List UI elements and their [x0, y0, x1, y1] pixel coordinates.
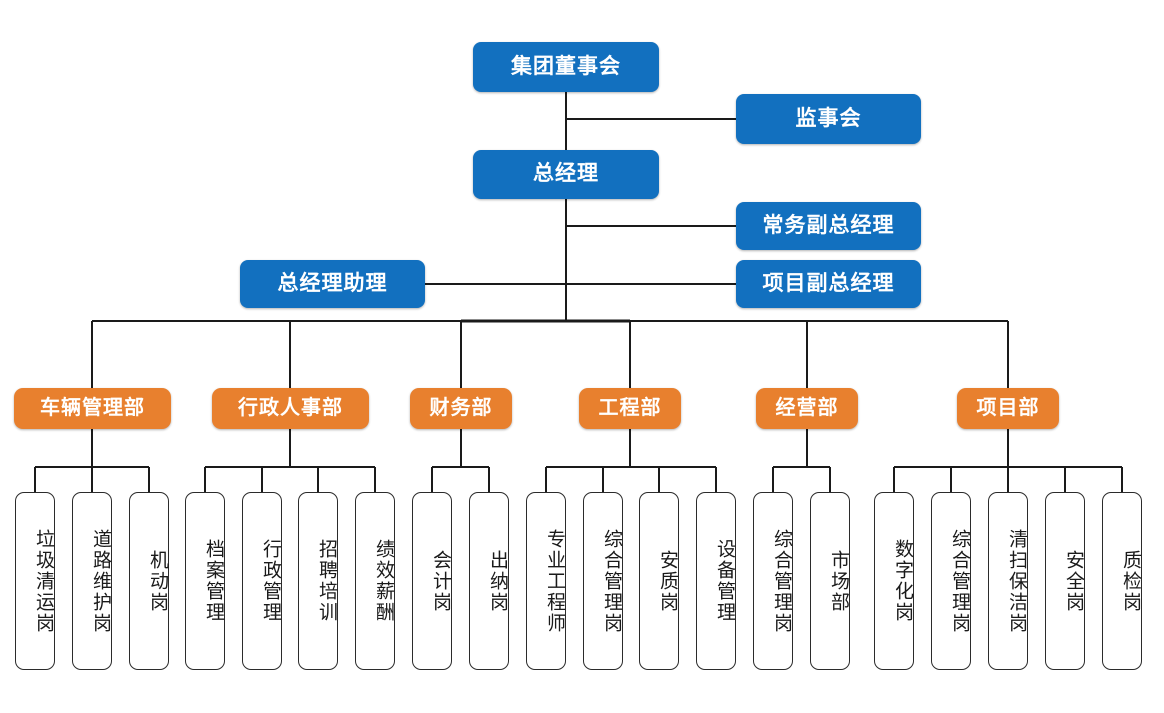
node-post-recruitment-training[interactable]: 招聘培训: [298, 492, 338, 670]
node-supervisory-board[interactable]: 监事会: [736, 94, 921, 144]
node-post-accounting[interactable]: 会计岗: [412, 492, 452, 670]
node-post-equipment-management[interactable]: 设备管理: [696, 492, 736, 670]
node-post-safety-quality[interactable]: 安质岗: [639, 492, 679, 670]
node-post-flexible-duty[interactable]: 机动岗: [129, 492, 169, 670]
node-general-manager[interactable]: 总经理: [473, 150, 659, 199]
node-post-performance-compensation[interactable]: 绩效薪酬: [355, 492, 395, 670]
node-board[interactable]: 集团董事会: [473, 42, 659, 92]
node-department-engineering[interactable]: 工程部: [579, 388, 681, 429]
node-post-quality-inspection[interactable]: 质检岗: [1102, 492, 1142, 670]
node-post-comprehensive-management-engineering[interactable]: 综合管理岗: [583, 492, 623, 670]
node-executive-deputy-gm[interactable]: 常务副总经理: [736, 202, 921, 250]
node-post-garbage-transport[interactable]: 垃圾清运岗: [15, 492, 55, 670]
node-department-operations[interactable]: 经营部: [756, 388, 858, 429]
node-post-professional-engineer[interactable]: 专业工程师: [526, 492, 566, 670]
node-post-archive-management[interactable]: 档案管理: [185, 492, 225, 670]
node-post-digitalization[interactable]: 数字化岗: [874, 492, 914, 670]
node-post-cashier[interactable]: 出纳岗: [469, 492, 509, 670]
node-post-comprehensive-management-project[interactable]: 综合管理岗: [931, 492, 971, 670]
node-post-cleaning-sanitation[interactable]: 清扫保洁岗: [988, 492, 1028, 670]
node-department-project[interactable]: 项目部: [957, 388, 1059, 429]
node-project-deputy-gm[interactable]: 项目副总经理: [736, 260, 921, 308]
node-post-safety[interactable]: 安全岗: [1045, 492, 1085, 670]
node-post-comprehensive-management-operations[interactable]: 综合管理岗: [753, 492, 793, 670]
node-department-admin-hr[interactable]: 行政人事部: [212, 388, 369, 429]
node-post-road-maintenance[interactable]: 道路维护岗: [72, 492, 112, 670]
node-department-vehicle-management[interactable]: 车辆管理部: [14, 388, 171, 429]
node-gm-assistant[interactable]: 总经理助理: [240, 260, 425, 308]
node-post-marketing[interactable]: 市场部: [810, 492, 850, 670]
node-department-finance[interactable]: 财务部: [410, 388, 512, 429]
node-post-administration[interactable]: 行政管理: [242, 492, 282, 670]
